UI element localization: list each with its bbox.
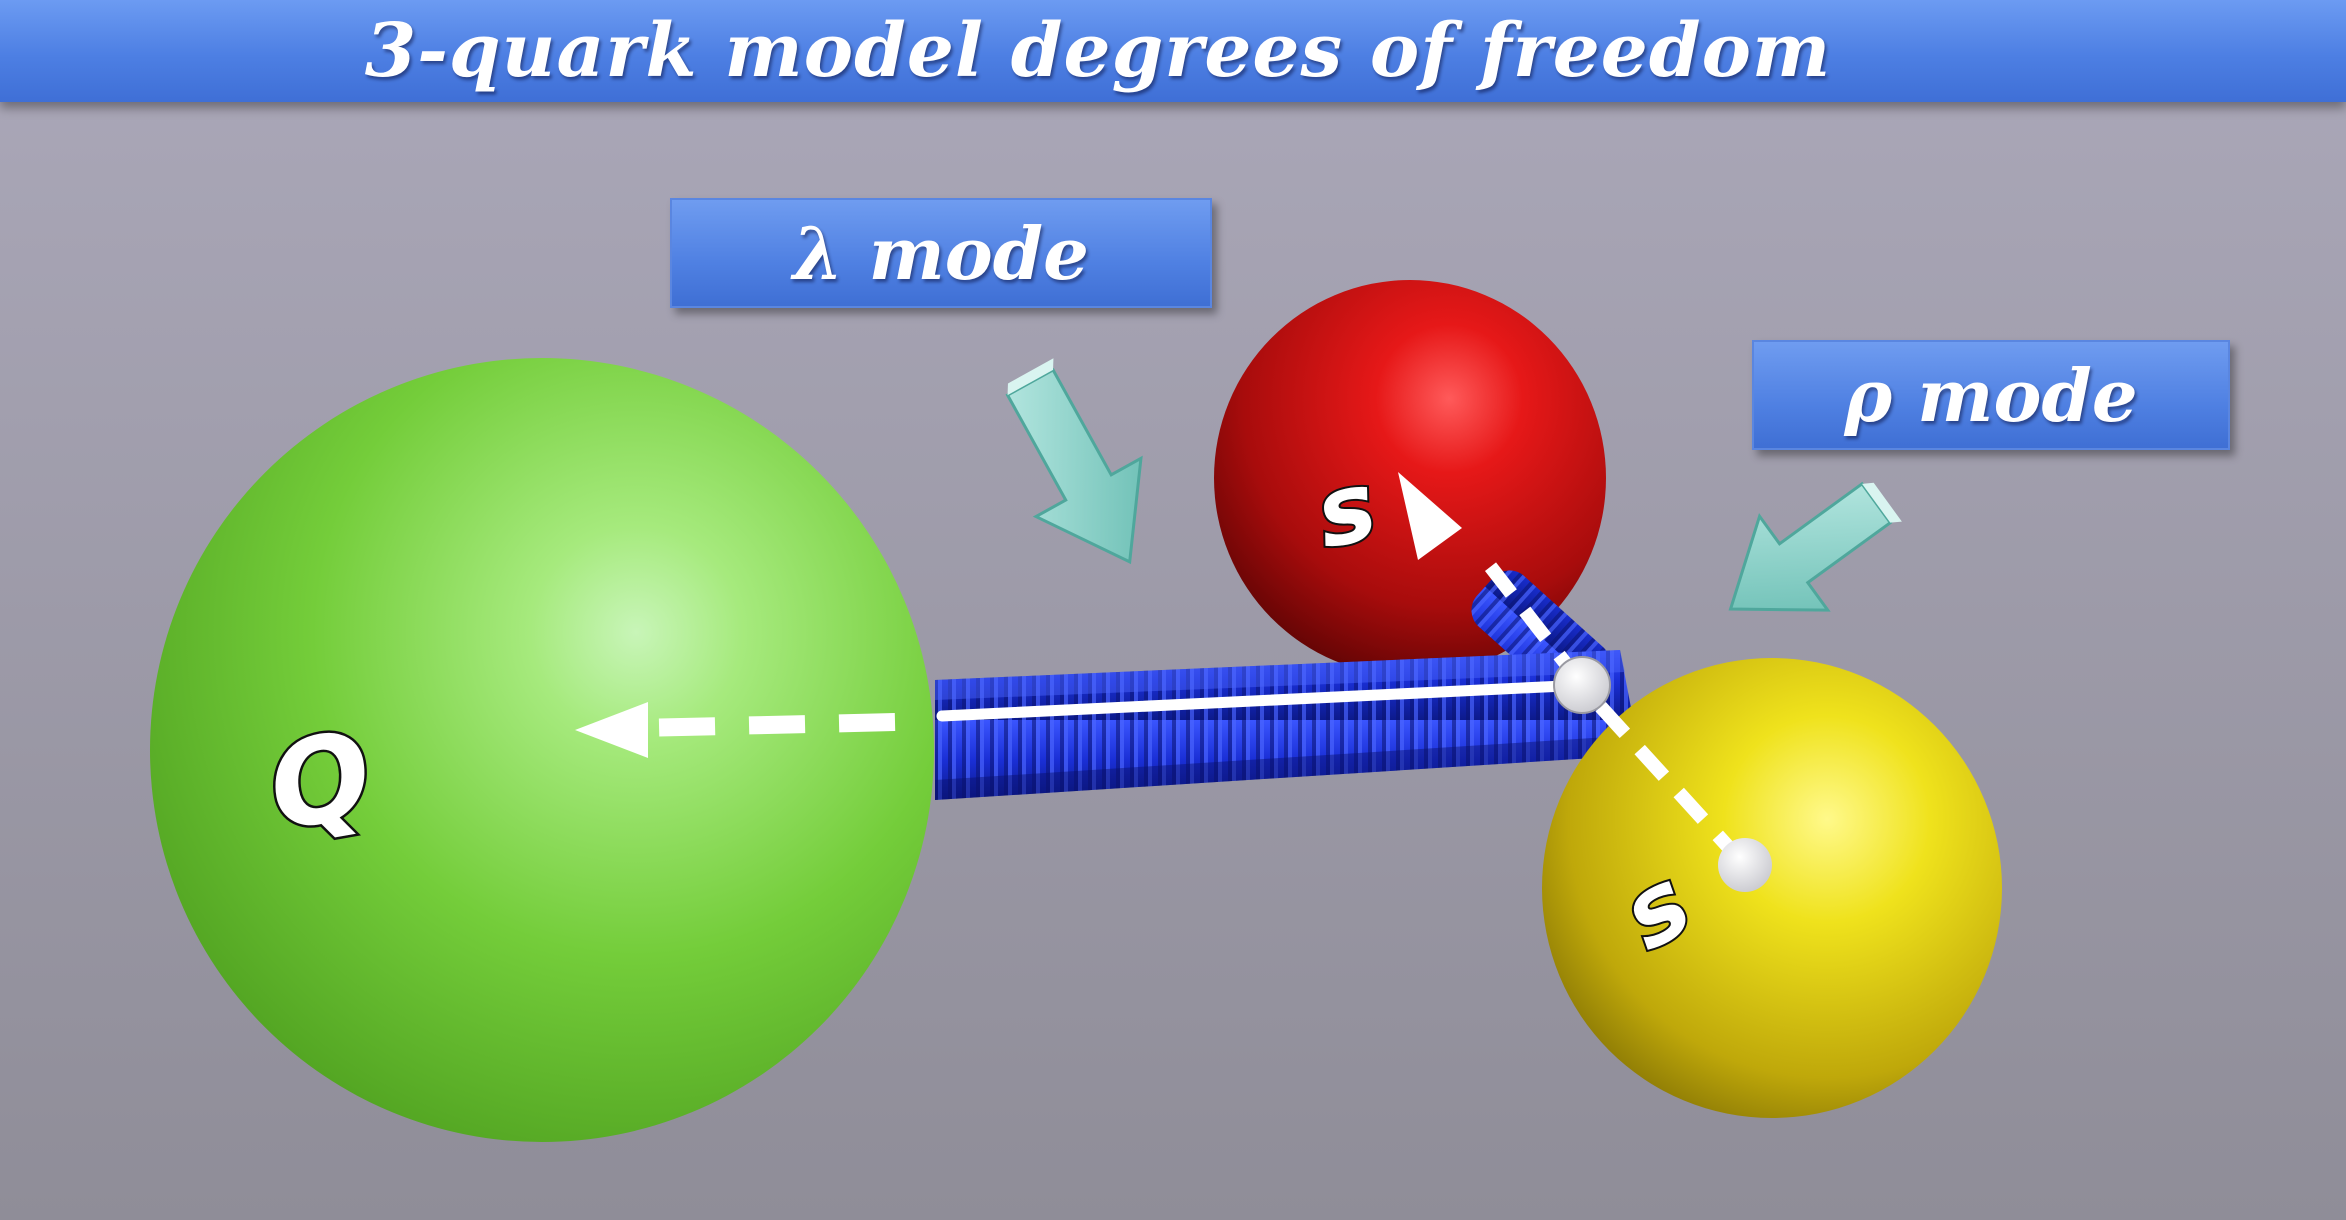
- title-bar: 3-quark model degrees of freedom: [0, 0, 2346, 102]
- rho-pointer-arrow: [1728, 481, 1902, 612]
- rho-arrowhead: [1398, 472, 1462, 560]
- lambda-arrowhead: [575, 702, 648, 758]
- green-q-quark: Q: [150, 358, 934, 1142]
- lambda-vector: [575, 679, 1591, 758]
- lambda-mode-label: λ mode: [793, 210, 1089, 296]
- rho-mode-label-box: ρ mode: [1752, 340, 2230, 450]
- rho-vector: [1398, 472, 1772, 892]
- lambda-pointer-arrow: [1005, 358, 1143, 565]
- yellow-endpoint-dot: [1718, 838, 1772, 892]
- lambda-mode-label-box: λ mode: [670, 198, 1212, 308]
- rho-mode-label: ρ mode: [1844, 352, 2138, 438]
- center-of-mass-node: [1553, 656, 1611, 714]
- green-quark-label: Q: [259, 704, 382, 857]
- diagram-title: 3-quark model degrees of freedom: [364, 8, 1832, 94]
